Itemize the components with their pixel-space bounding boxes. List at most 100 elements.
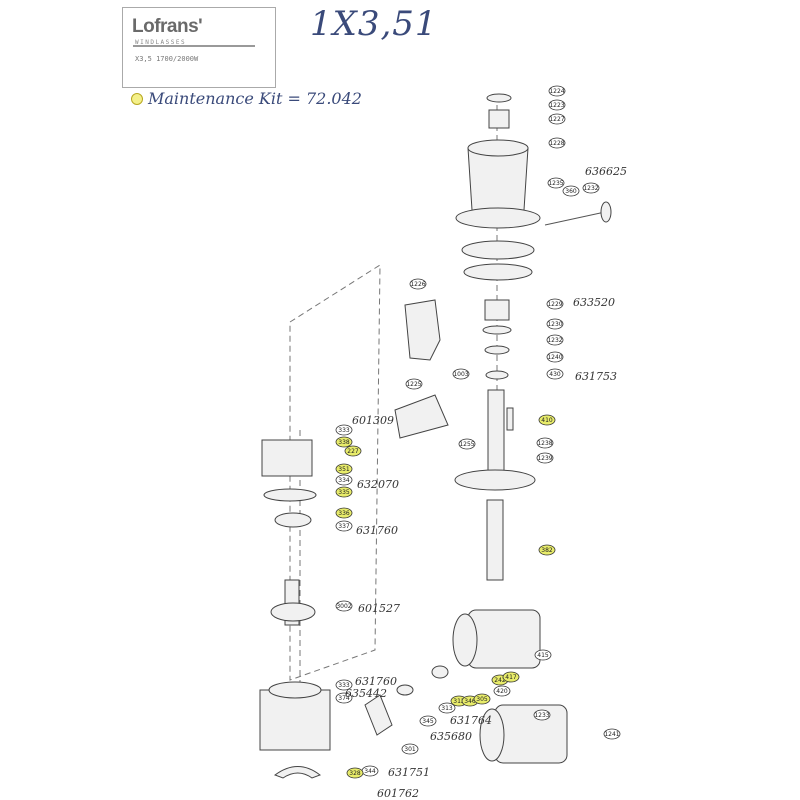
- part-tag-label: 1227: [549, 116, 564, 123]
- part-tag-label: 345: [422, 718, 434, 725]
- part-tag-label: 1224: [549, 88, 564, 95]
- motor-lower-face: [479, 708, 505, 762]
- part-tag-338: [335, 436, 353, 448]
- part-tag-label: 1232: [547, 337, 562, 344]
- washer-b: [484, 345, 510, 355]
- gypsy-lower: [463, 263, 533, 281]
- part-tag-label: 1255: [459, 441, 474, 448]
- part-tag-label: 301: [404, 746, 416, 753]
- washer-a: [482, 325, 512, 335]
- part-tag-301: [401, 743, 419, 755]
- part-tag-label: 1241: [604, 731, 619, 738]
- clamp-ring: [273, 766, 322, 779]
- part-tag-label: 335: [338, 489, 350, 496]
- part-tag-label: 312: [453, 698, 465, 705]
- part-tag-415: [534, 649, 552, 661]
- part-tag-label: 382: [541, 547, 553, 554]
- part-tag-1226: [409, 278, 427, 290]
- handwritten-ref: 631764: [450, 714, 492, 727]
- part-tag-label: 420: [496, 688, 508, 695]
- handwritten-ref: 601762: [377, 787, 419, 800]
- part-tag-label: 417: [505, 674, 517, 681]
- brand-logo: Lofrans': [132, 16, 203, 37]
- part-tag-1232: [546, 334, 564, 346]
- main-shaft: [487, 389, 505, 481]
- part-tag-label: 313: [441, 705, 453, 712]
- gearbox-housing: [259, 689, 331, 751]
- part-tag-label: 328: [349, 770, 361, 777]
- gear-wheel: [270, 602, 316, 622]
- part-tag-1232: [582, 182, 600, 194]
- part-tag-label: 415: [537, 652, 549, 659]
- lever-rod: [544, 211, 606, 226]
- washer-c: [485, 370, 509, 380]
- part-tag-345: [419, 715, 437, 727]
- maintenance-kit-note: Maintenance Kit = 72.042: [148, 89, 362, 108]
- drum-base: [455, 207, 541, 229]
- part-tag-label: 1223: [549, 102, 564, 109]
- handwritten-ref: 632070: [357, 478, 399, 491]
- part-tag-label: 1233: [534, 712, 549, 719]
- part-tag-label: 1230: [547, 321, 562, 328]
- lever-end: [600, 201, 612, 223]
- part-tag-label: 1003: [453, 371, 468, 378]
- motor-upper: [467, 609, 541, 669]
- gearbox-flange: [261, 439, 313, 477]
- handwritten-model-note: 1X3,51: [310, 4, 438, 44]
- base-plate: [454, 469, 536, 491]
- part-tag-430: [546, 368, 564, 380]
- part-tag-label: 344: [364, 768, 376, 775]
- lower-shaft: [486, 499, 504, 581]
- handwritten-ref: 601527: [358, 602, 400, 615]
- part-tag-label: 430: [549, 371, 561, 378]
- key-part: [506, 407, 514, 431]
- handwritten-ref: 631751: [388, 766, 430, 779]
- handwritten-ref: 636625: [585, 165, 627, 178]
- part-tag-label: 1239: [537, 455, 552, 462]
- coupling-ring-b: [431, 665, 449, 679]
- handwritten-ref: 631753: [575, 370, 617, 383]
- part-tag-1238: [536, 437, 554, 449]
- part-tag-1233: [533, 709, 551, 721]
- model-line: X3,5 1700/2000W: [135, 55, 199, 63]
- part-tag-label: 1238: [537, 440, 552, 447]
- part-tag-337: [335, 520, 353, 532]
- part-tag-label: 360: [565, 188, 577, 195]
- handwritten-ref: 631760: [355, 675, 397, 688]
- motor-lower: [494, 704, 568, 764]
- o-ring: [263, 488, 317, 502]
- part-tag-328: [346, 767, 364, 779]
- part-tag-1235: [547, 177, 565, 189]
- gypsy-ring: [461, 240, 535, 260]
- part-tag-360: [562, 185, 580, 197]
- handwritten-ref: 631760: [356, 524, 398, 537]
- part-tag-label: 305: [476, 696, 488, 703]
- part-tag-label: 333: [338, 427, 350, 434]
- part-tag-333: [335, 424, 353, 436]
- brand-tagline: WINDLASSES: [135, 39, 187, 46]
- part-tag-227: [344, 445, 362, 457]
- capstan-top: [467, 139, 529, 157]
- handwritten-ref: 601309: [352, 414, 394, 427]
- part-tag-305: [473, 693, 491, 705]
- part-tag-label: 1229: [547, 301, 562, 308]
- part-tag-1241: [603, 728, 621, 740]
- part-tag-351: [335, 463, 353, 475]
- part-tag-336: [335, 507, 353, 519]
- part-tag-1225: [405, 378, 423, 390]
- part-tag-label: 1232: [583, 185, 598, 192]
- handwritten-ref: 633520: [573, 296, 615, 309]
- top-cap-body: [488, 109, 510, 129]
- part-tag-1230: [546, 318, 564, 330]
- part-tag-313: [438, 702, 456, 714]
- motor-upper-face: [452, 613, 478, 667]
- top-cap-ring: [486, 93, 512, 103]
- bushing: [484, 299, 510, 321]
- part-tag-3002: [335, 600, 353, 612]
- guide-line-left: [289, 264, 381, 681]
- part-tag-label: 337: [338, 523, 350, 530]
- part-tag-335: [335, 486, 353, 498]
